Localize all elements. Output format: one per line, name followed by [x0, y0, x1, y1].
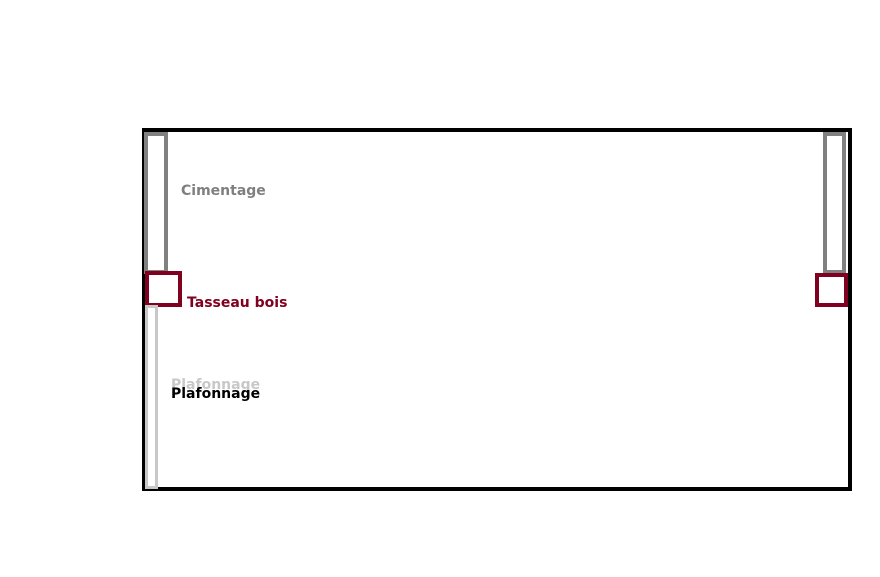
label-plafonnage-ghost: Plafonnage [171, 377, 261, 393]
cimentage-right-strip [823, 132, 846, 274]
wall-outline [142, 128, 852, 491]
tasseau-right-square [815, 273, 848, 307]
cimentage-left-strip [144, 132, 168, 274]
tasseau-left-square [145, 271, 182, 307]
label-cimentage: Cimentage [181, 183, 266, 199]
label-tasseau-bois: Tasseau bois [187, 295, 288, 311]
label-plafonnage: Plafonnage [171, 386, 261, 402]
plafonnage-left-strip [145, 305, 158, 489]
